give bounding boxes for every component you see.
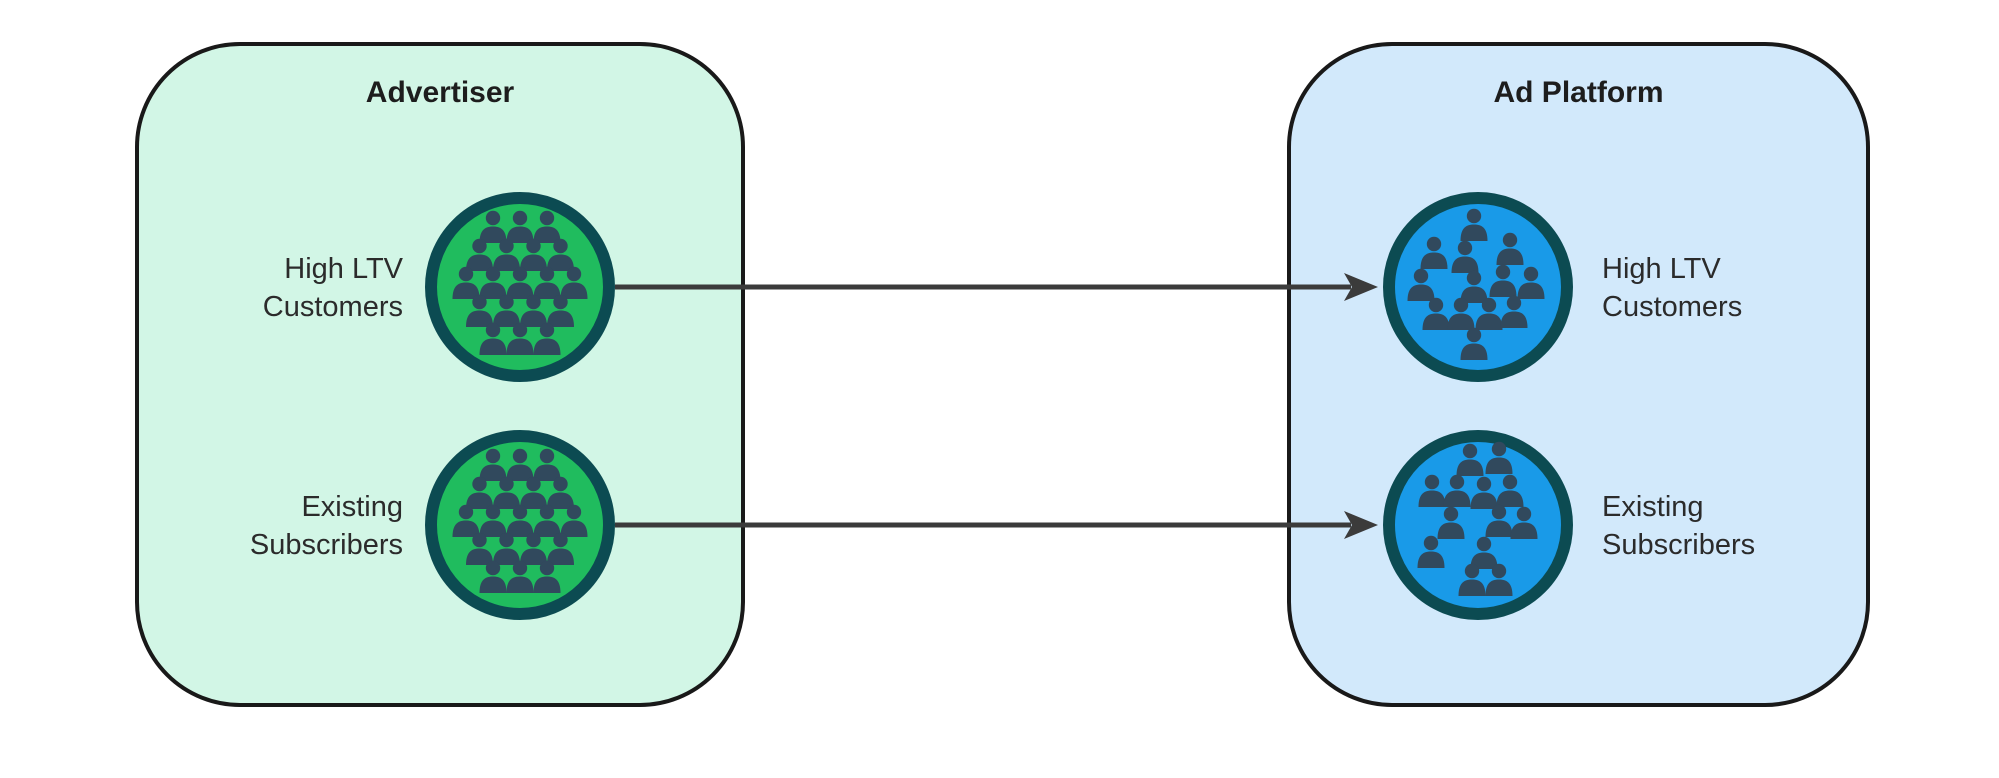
label-line: Subscribers bbox=[249, 529, 403, 561]
arrow-high-ltv-connector bbox=[615, 273, 1378, 301]
advertiser-box-title: Advertiser bbox=[365, 76, 515, 109]
crowd-icon bbox=[1383, 430, 1573, 620]
label-line: High LTV bbox=[284, 253, 403, 285]
advertiser-high-ltv-label: High LTV Customers bbox=[168, 250, 403, 326]
label-line: Customers bbox=[1602, 291, 1743, 323]
arrow-existing-subscribers-connector bbox=[615, 511, 1378, 539]
arrowhead-icon bbox=[1344, 511, 1378, 539]
ad-platform-box-title: Ad Platform bbox=[1493, 76, 1664, 109]
crowd-icon bbox=[425, 192, 615, 382]
label-line: Customers bbox=[262, 291, 403, 323]
label-line: High LTV bbox=[1602, 253, 1721, 285]
advertiser-box bbox=[135, 42, 745, 707]
arrowhead-icon bbox=[1344, 273, 1378, 301]
crowd-icon bbox=[1383, 192, 1573, 382]
label-line: Subscribers bbox=[1602, 529, 1756, 561]
label-line: Existing bbox=[1602, 491, 1704, 523]
ad-platform-existing-subscribers-label: Existing Subscribers bbox=[1602, 488, 1862, 564]
ad-platform-box bbox=[1287, 42, 1870, 707]
advertiser-existing-subscribers-label: Existing Subscribers bbox=[168, 488, 403, 564]
ad-platform-high-ltv-label: High LTV Customers bbox=[1602, 250, 1862, 326]
label-line: Existing bbox=[301, 491, 403, 523]
crowd-icon bbox=[425, 430, 615, 620]
